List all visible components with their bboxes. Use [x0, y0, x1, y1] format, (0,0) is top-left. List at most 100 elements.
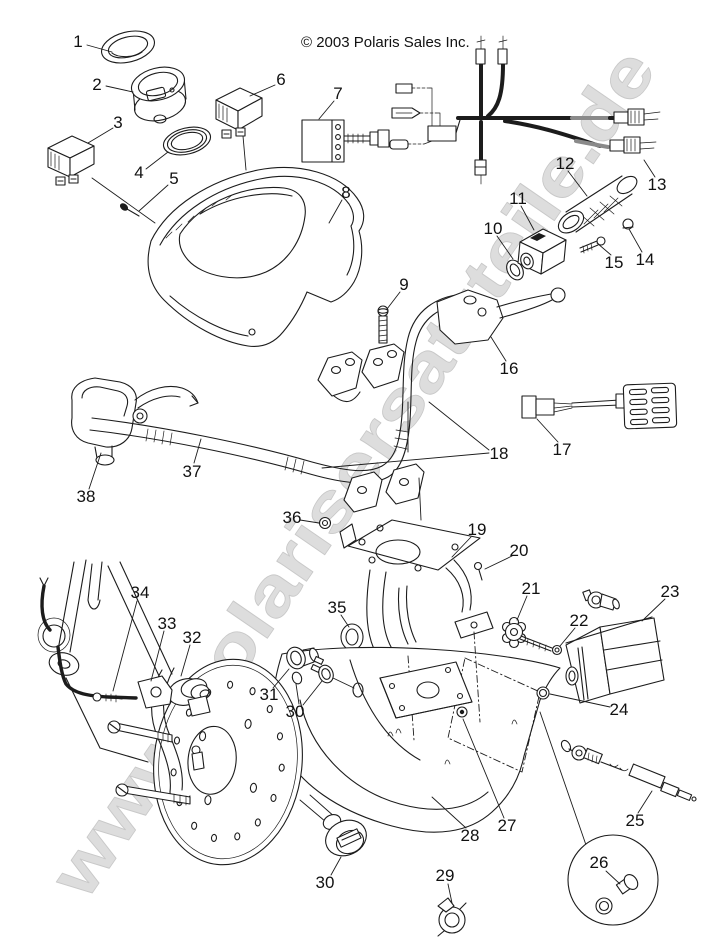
callout-5-label: 5: [169, 169, 178, 188]
callout-23-label: 23: [661, 582, 680, 601]
callout-7: 7: [318, 84, 343, 120]
callout-12: 12: [556, 154, 588, 197]
part-25-speedometer-cable: [560, 739, 697, 802]
handlebar-risers: [317, 343, 425, 521]
part-35-grommet: [340, 623, 364, 651]
part-31-ignition-switch: [286, 646, 325, 685]
callout-9-label: 9: [399, 275, 408, 294]
callout-35: 35: [328, 598, 350, 628]
callout-38-label: 38: [77, 487, 96, 506]
callout-4-label: 4: [134, 163, 143, 182]
callout-3-label: 3: [113, 113, 122, 132]
part-33-speedometer-drive: [137, 675, 173, 709]
callout-30-lower-label: 30: [316, 873, 335, 892]
callout-34-label: 34: [131, 583, 150, 602]
callout-33-label: 33: [158, 614, 177, 633]
callout-25-label: 25: [626, 811, 645, 830]
callout-37: 37: [183, 438, 202, 481]
callout-36-label: 36: [283, 508, 302, 527]
part-13-harness-connectors: [609, 108, 661, 154]
speedometer-cable-lower: [37, 577, 138, 700]
callout-21-label: 21: [522, 579, 541, 598]
part-3-relay: [47, 135, 95, 186]
callout-11: 11: [509, 189, 535, 231]
callout-31-label: 31: [260, 685, 279, 704]
part-38-brake-master-cylinder: [71, 377, 199, 466]
part-30-grommet-upper: [318, 664, 355, 689]
callout-10: 10: [484, 219, 514, 260]
callout-36: 36: [283, 508, 320, 527]
copyright-text: © 2003 Polaris Sales Inc.: [301, 34, 470, 51]
callout-38: 38: [77, 452, 102, 506]
callout-15-label: 15: [605, 253, 624, 272]
callout-15: 15: [596, 242, 624, 272]
callout-31: 31: [260, 668, 290, 704]
callout-29-label: 29: [436, 866, 455, 885]
suspension-arm: [48, 559, 173, 763]
part-16-brake-lever-assembly: [436, 287, 566, 345]
part-22-adjuster-screw: [551, 644, 563, 656]
callout-27: 27: [462, 718, 517, 835]
part-1-bezel-ring: [101, 30, 155, 64]
callout-11-label: 11: [509, 189, 527, 208]
part-34-screw: [92, 692, 123, 703]
callout-2-label: 2: [92, 75, 101, 94]
callout-32: 32: [180, 628, 201, 677]
part-20-screw: [473, 561, 483, 581]
callout-35-label: 35: [328, 598, 347, 617]
callout-29: 29: [436, 866, 455, 904]
part-29-cable-clamp: [437, 897, 467, 937]
callout-24-label: 24: [610, 700, 629, 719]
callout-25: 25: [626, 790, 653, 830]
callout-4: 4: [134, 151, 169, 182]
callout-20: 20: [484, 541, 529, 570]
part-27-nut: [456, 706, 468, 718]
headlight-bulb: [582, 589, 620, 611]
callout-17-label: 17: [553, 440, 572, 459]
callout-18-label: 18: [490, 444, 509, 463]
part-17-thumbwarmer-element: [521, 382, 678, 430]
callout-9: 9: [386, 275, 409, 310]
callout-21: 21: [516, 579, 541, 621]
part-21-adjuster-knob: [501, 616, 553, 652]
part-4-gasket-ring: [162, 126, 212, 156]
callout-10-label: 10: [484, 219, 503, 238]
part-30-key-switch-lower: [299, 794, 367, 857]
callout-30-lower: 30: [316, 856, 342, 892]
callout-16-label: 16: [500, 359, 519, 378]
callout-13-label: 13: [648, 175, 667, 194]
part-7-cdi-module: [301, 119, 390, 163]
callout-19: 19: [451, 520, 487, 558]
callout-2: 2: [92, 75, 134, 94]
callout-27-label: 27: [498, 816, 517, 835]
part-14-cap-nut: [622, 218, 634, 230]
callout-6-label: 6: [276, 70, 285, 89]
callout-20-label: 20: [510, 541, 529, 560]
part-5-screw: [119, 203, 140, 217]
callout-17: 17: [536, 418, 572, 459]
part-11-switch-block: [517, 228, 567, 275]
callout-7-label: 7: [333, 84, 342, 103]
callout-30-upper: 30: [286, 680, 323, 721]
callout-26: 26: [590, 853, 621, 885]
part-2-speedometer: [130, 66, 187, 124]
part-10-washer-ring: [506, 259, 524, 281]
part-24-o-ring: [536, 686, 550, 700]
callout-3: 3: [87, 113, 123, 144]
callout-23: 23: [641, 582, 680, 622]
callout-1-label: 1: [73, 32, 82, 51]
callout-12-label: 12: [556, 154, 575, 173]
callout-37-label: 37: [183, 462, 202, 481]
callout-22: 22: [559, 611, 588, 647]
callout-5: 5: [91, 169, 179, 224]
callout-8-label: 8: [341, 183, 350, 202]
callout-30-label: 30: [286, 702, 305, 721]
callout-16: 16: [490, 336, 519, 378]
wiring-harness: [389, 35, 620, 185]
callout-19-label: 19: [468, 520, 487, 539]
part-15-screw: [579, 236, 606, 254]
callout-1: 1: [73, 32, 113, 53]
callout-14: 14: [628, 228, 654, 269]
part-36-clip: [318, 516, 332, 530]
